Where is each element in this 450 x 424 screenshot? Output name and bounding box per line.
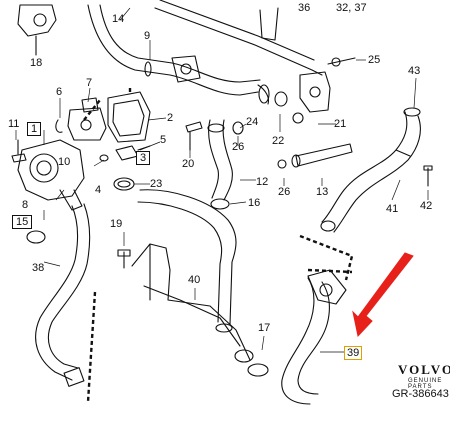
callout-43: 43 [408, 65, 421, 77]
callout-36: 36 [298, 2, 311, 14]
clip-part-6 [55, 119, 63, 133]
housing-part-8 [17, 139, 85, 201]
clamp-part-16 [210, 198, 230, 210]
bracket-part-18 [17, 4, 57, 37]
callout-17: 17 [258, 322, 271, 334]
callout-12: 12 [256, 176, 269, 188]
diagram-reference: GR-386643 [392, 388, 449, 400]
brand-logo: VOLVO [398, 362, 450, 377]
hose-part-39 [281, 277, 315, 405]
callout-25: 25 [368, 54, 381, 66]
callout-2: 2 [167, 112, 174, 124]
callout-9: 9 [144, 30, 151, 42]
callout-3: 3 [136, 151, 151, 165]
pipe-part-13 [295, 143, 353, 167]
hose-part-38 [35, 205, 79, 381]
clamp-part-23 [113, 177, 135, 191]
callout-13: 13 [316, 186, 329, 198]
callout-22: 22 [272, 135, 285, 147]
callout-20: 20 [182, 158, 195, 170]
callout-6: 6 [56, 86, 63, 98]
highlight-arrow [352, 252, 414, 338]
hose-part-41 [321, 111, 408, 223]
callout-21: 21 [334, 118, 347, 130]
callout-11: 11 [8, 118, 20, 130]
callout-32-37: 32, 37 [336, 2, 367, 14]
callout-26-lower: 26 [278, 186, 291, 198]
callout-15: 15 [12, 215, 33, 229]
callout-10: 10 [58, 156, 71, 168]
callout-42: 42 [420, 200, 433, 212]
callout-5: 5 [160, 134, 167, 146]
callout-19: 19 [110, 218, 123, 230]
callout-23: 23 [150, 178, 163, 190]
callout-8: 8 [22, 199, 29, 211]
clamp-part-15 [26, 230, 46, 244]
callout-4: 4 [95, 184, 102, 196]
pipe-part-9 [87, 4, 259, 96]
gasket-part-2 [107, 91, 151, 143]
callout-1: 1 [27, 122, 42, 136]
flange-part-9 [171, 55, 201, 83]
callout-39: 39 [344, 346, 363, 360]
brand-subtitle: GENUINE PARTS [408, 378, 443, 390]
callout-40: 40 [188, 274, 201, 286]
thermostat-part-7 [67, 107, 107, 141]
callout-16: 16 [248, 197, 261, 209]
callout-7: 7 [86, 77, 93, 89]
callout-24: 24 [246, 116, 259, 128]
callout-26-upper: 26 [232, 141, 245, 153]
callout-14: 14 [112, 13, 125, 25]
callout-18: 18 [30, 57, 43, 69]
callout-38: 38 [32, 262, 45, 274]
callout-41: 41 [386, 203, 399, 215]
hose-part-12 [208, 119, 219, 199]
